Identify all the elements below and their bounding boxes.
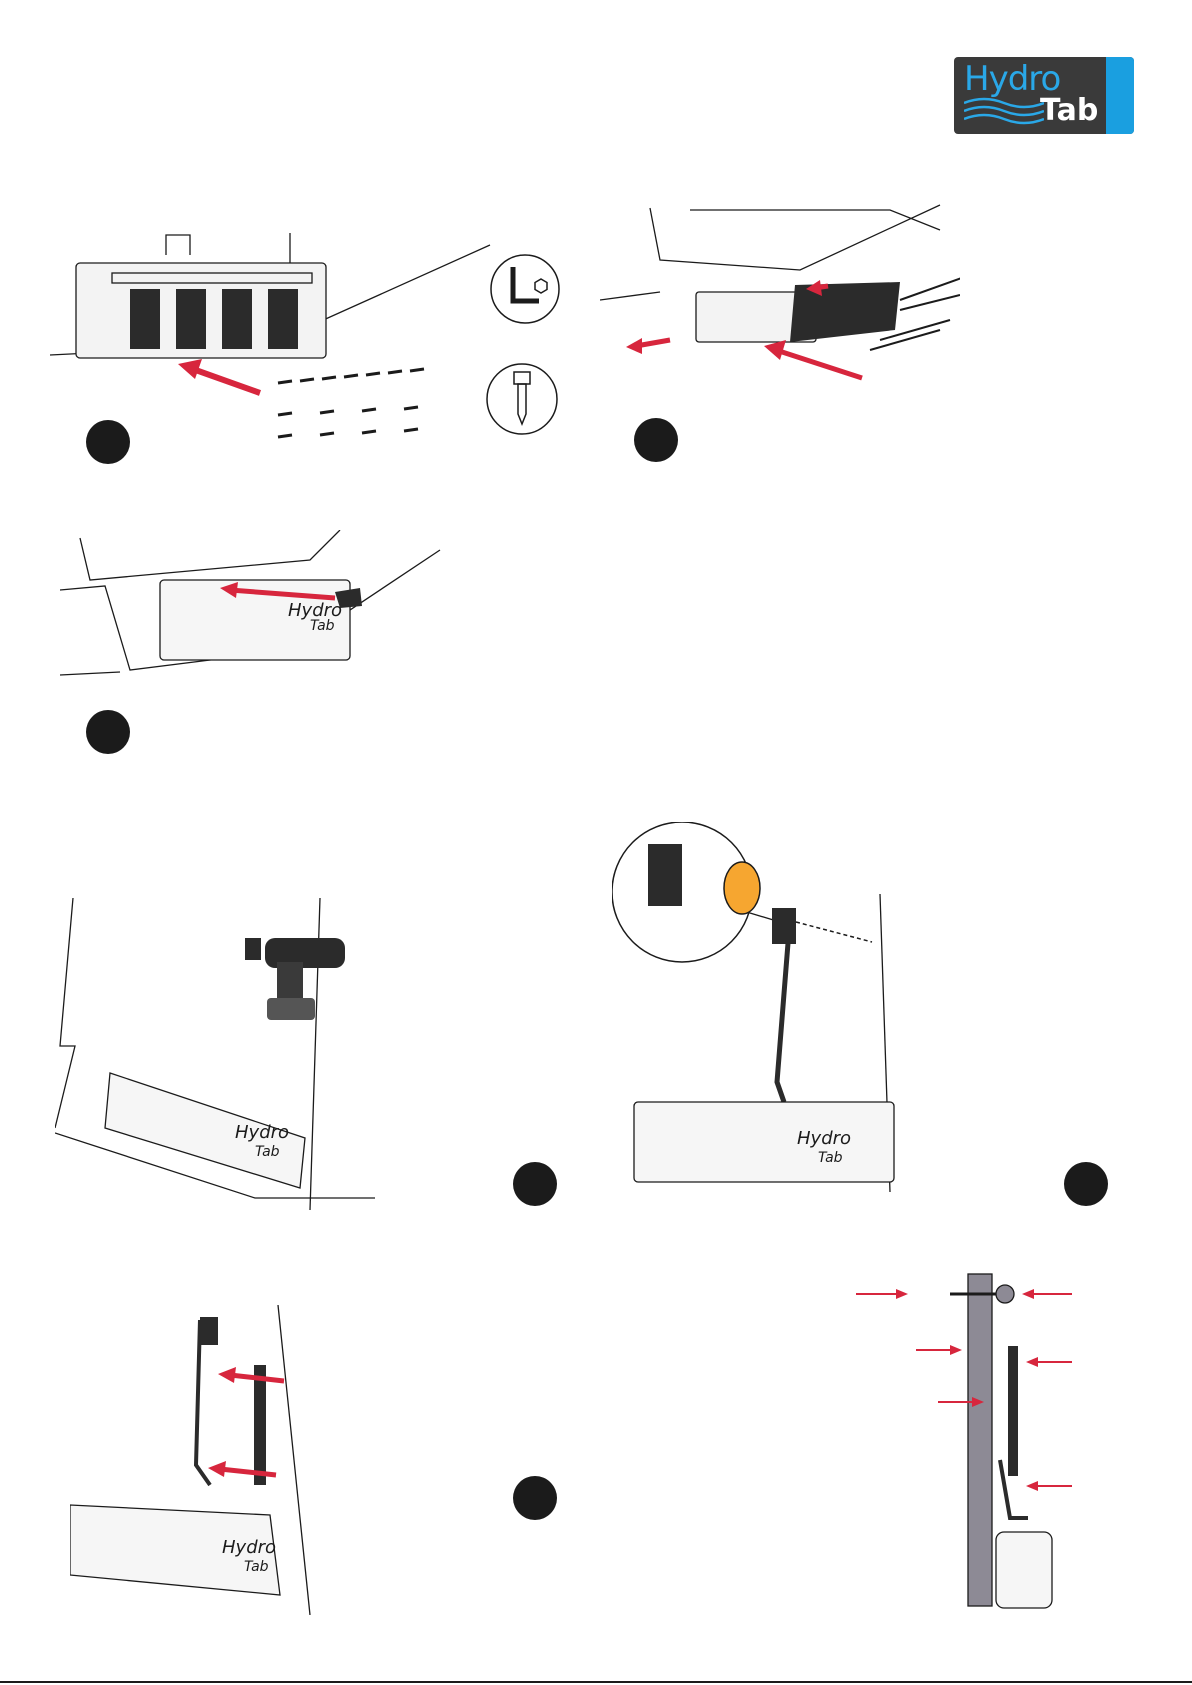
- hex-key-icon: [489, 253, 561, 325]
- step-f-illustration: Hydro Tab: [70, 1305, 330, 1615]
- hydrotab-logo: Hydro Tab: [954, 57, 1134, 134]
- step-e-illustration: Hydro Tab: [612, 822, 922, 1192]
- actuator-brand-line2: Tab: [244, 1559, 269, 1575]
- actuator-brand-line2: Tab: [310, 618, 335, 634]
- sealant-icon: [648, 844, 682, 906]
- step-c-badge: [86, 710, 130, 754]
- step-d-badge: [513, 1162, 557, 1206]
- actuator-brand-line1: Hydro: [235, 1122, 289, 1143]
- cross-section-icon: [850, 1270, 1080, 1615]
- drill-icon: [245, 938, 345, 1020]
- screw-icon: [485, 362, 559, 436]
- actuator-brand-line1: Hydro: [797, 1128, 851, 1149]
- actuator-brand-line1: Hydro: [222, 1537, 276, 1558]
- step-e-badge: [1064, 1162, 1108, 1206]
- logo-line2: Tab: [1040, 93, 1098, 128]
- wave-icon: [964, 95, 1044, 125]
- step-f-badge: [513, 1476, 557, 1520]
- bottom-rule: [0, 1681, 1192, 1683]
- step-b-illustration: [600, 200, 960, 410]
- step-b-badge: [634, 418, 678, 462]
- step-a-badge: [86, 420, 130, 464]
- actuator-brand-line2: Tab: [255, 1144, 280, 1160]
- step-d-illustration: Hydro Tab: [55, 898, 385, 1213]
- logo-stripe: [1106, 57, 1134, 134]
- step-c-illustration: Hydro Tab: [60, 530, 480, 680]
- actuator-brand-line2: Tab: [818, 1150, 843, 1166]
